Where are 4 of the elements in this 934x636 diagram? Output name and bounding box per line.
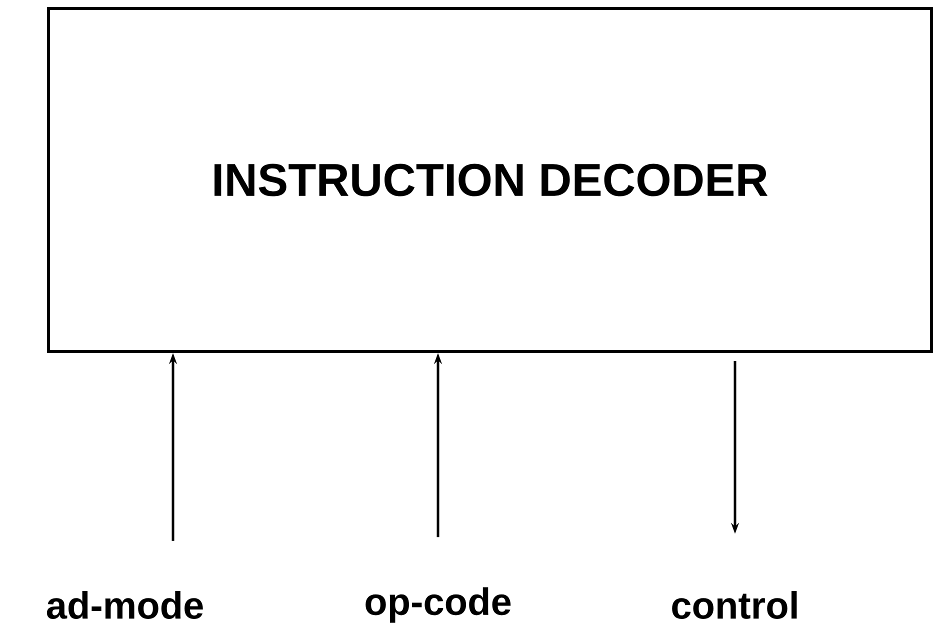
signal-label: ad-mode	[46, 591, 203, 619]
signal-label: op-code	[366, 587, 511, 623]
signal-label: control	[672, 591, 797, 619]
decoder-box: INSTRUCTION DECODER	[47, 7, 933, 353]
